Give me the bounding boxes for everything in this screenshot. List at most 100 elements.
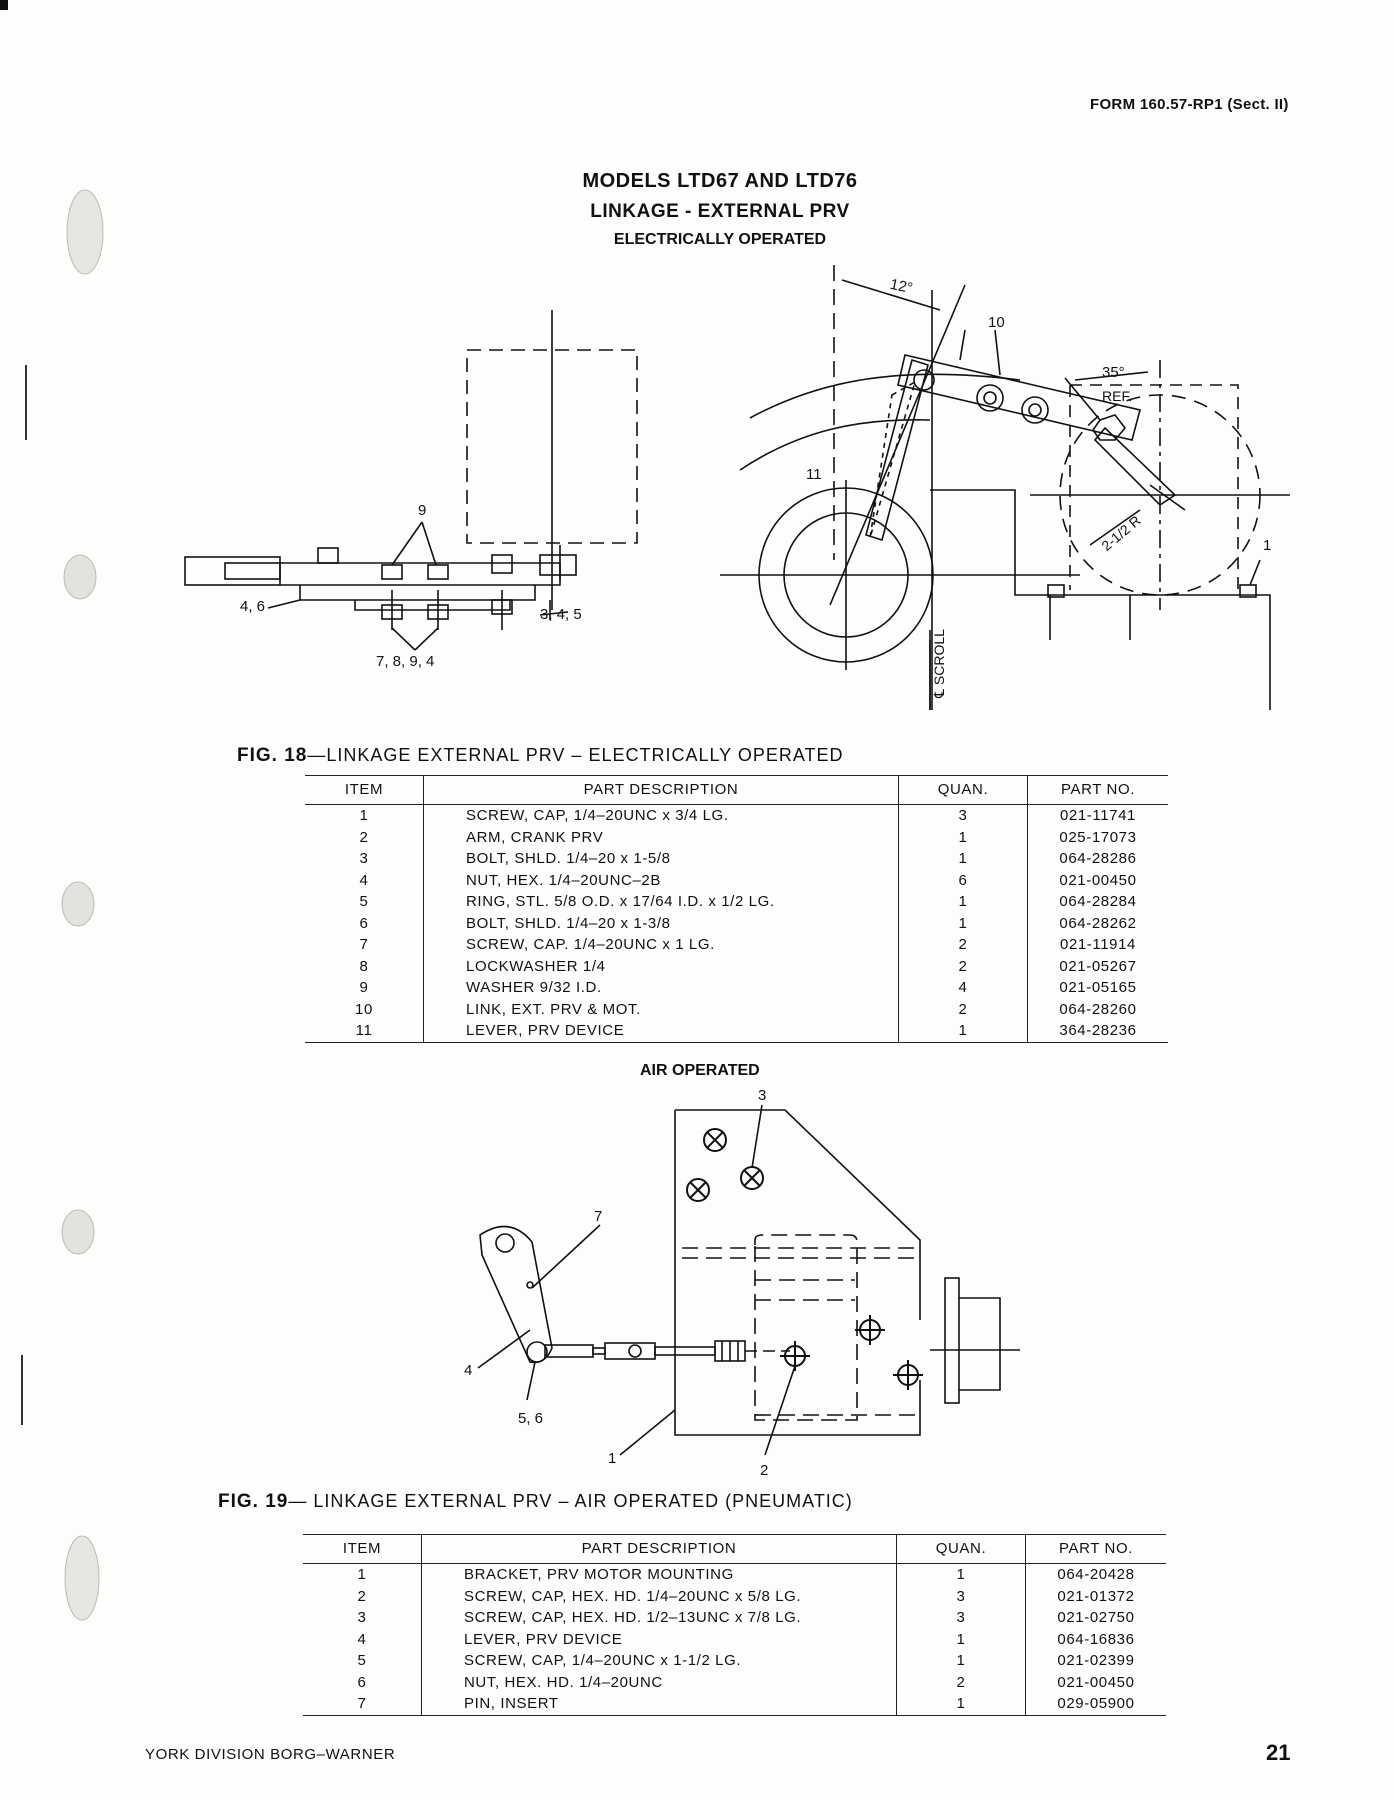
cell-item: 8 [305,955,424,977]
page-number: 21 [1266,1740,1291,1765]
cell-desc: LEVER, PRV DEVICE [423,1020,899,1043]
col-part: PART NO. [1025,1534,1166,1564]
col-quan: QUAN. [898,775,1028,805]
cell-item: 7 [305,934,424,956]
cell-item: 6 [303,1671,422,1693]
cell-desc: SCREW, CAP. 1/4–20UNC x 1 LG. [423,934,899,956]
cell-part: 021-00450 [1057,1673,1135,1691]
table-header-row: ITEM PART DESCRIPTION QUAN. PART NO. [303,1534,1166,1564]
col-quan: QUAN. [896,1534,1026,1564]
fig18-label-10: 10 [988,314,1005,331]
fig18-label-7-8-9-4: 7, 8, 9, 4 [376,653,435,670]
cell-part: 021-05165 [1059,979,1137,996]
cell-desc: BOLT, SHLD. 1/4–20 x 1-3/8 [423,912,899,934]
cell-part: 064-16836 [1057,1630,1135,1648]
cell-part: 029-05900 [1025,1693,1166,1716]
col-item: ITEM [303,1534,422,1564]
fig18-label-9: 9 [418,502,427,519]
cell-quan: 3 [896,1585,1026,1607]
cell-part: 021-05267 [1059,957,1137,975]
fig19-drawing [477,1104,1020,1456]
cell-item: 9 [305,977,424,999]
cell-item: 10 [305,998,424,1020]
cell-desc: SCREW, CAP, 1/4–20UNC x 3/4 LG. [423,804,899,827]
cell-quan: 2 [898,998,1028,1020]
cell-item: 3 [305,848,424,870]
title-electric: ELECTRICALLY OPERATED [613,231,827,248]
col-item: ITEM [305,775,424,805]
cell-desc: WASHER 9/32 I.D. [423,977,899,999]
cell-desc: SCREW, CAP, HEX. HD. 1/2–13UNC x 7/8 LG. [421,1607,897,1629]
fig18-label-11: 11 [806,466,822,483]
cell-quan: 1 [896,1628,1026,1650]
cell-item: 1 [303,1563,422,1586]
col-part: PART NO. [1027,775,1168,805]
col-desc: PART DESCRIPTION [423,775,899,805]
cell-quan: 1 [896,1563,1026,1586]
fig19-label-3: 3 [758,1087,767,1104]
cell-part: 025-17073 [1059,828,1137,846]
cell-quan: 6 [898,869,1028,891]
cell-quan: 4 [898,977,1028,999]
cell-desc: SCREW, CAP, HEX. HD. 1/4–20UNC x 5/8 LG. [421,1585,897,1607]
title-linkage: LINKAGE - EXTERNAL PRV [590,201,850,222]
cell-part: 021-00450 [1059,871,1137,889]
fig19-label-2: 2 [760,1462,769,1479]
cell-desc: PIN, INSERT [421,1693,897,1716]
cell-desc: BRACKET, PRV MOTOR MOUNTING [421,1563,897,1586]
cell-item: 5 [303,1650,422,1672]
cell-part: 021-11914 [1059,936,1137,953]
fig18-label-1: 1 [1263,537,1272,554]
cell-desc: NUT, HEX. HD. 1/4–20UNC [421,1671,897,1693]
cell-item: 6 [305,912,424,934]
fig19-label-1: 1 [608,1450,617,1467]
binder-holes [0,0,104,1621]
fig18-angle35: 35° [1102,364,1125,381]
cell-item: 4 [305,869,424,891]
fig19-caption-prefix: FIG. 19 [218,1491,289,1512]
fig19-caption-text: — LINKAGE EXTERNAL PRV – AIR OPERATED (P… [288,1491,853,1511]
cell-quan: 2 [898,955,1028,977]
cell-item: 4 [303,1628,422,1650]
cell-quan: 2 [898,934,1028,956]
cell-item: 11 [305,1020,424,1043]
fig18-caption-text: —LINKAGE EXTERNAL PRV – ELECTRICALLY OPE… [307,745,844,765]
cell-item: 3 [303,1607,422,1629]
cell-part: 021-02750 [1057,1609,1135,1626]
fig19-caption: FIG. 19— LINKAGE EXTERNAL PRV – AIR OPER… [218,1491,853,1513]
footer-company: YORK DIVISION BORG–WARNER [145,1746,396,1763]
fig18-caption: FIG. 18—LINKAGE EXTERNAL PRV – ELECTRICA… [237,745,844,767]
fig18-label-4-6: 4, 6 [240,598,266,615]
cell-quan: 3 [898,804,1028,827]
fig18-ref: REF. [1102,388,1133,404]
form-number: FORM 160.57-RP1 (Sect. II) [1090,96,1289,113]
fig18-scroll: ℄ SCROLL [930,629,947,698]
cell-quan: 1 [898,891,1028,913]
title-models: MODELS LTD67 AND LTD76 [582,170,858,192]
cell-item: 2 [303,1585,422,1607]
cell-desc: SCREW, CAP, 1/4–20UNC x 1-1/2 LG. [421,1650,897,1672]
cell-quan: 1 [898,848,1028,870]
cell-desc: BOLT, SHLD. 1/4–20 x 1-5/8 [423,848,899,870]
air-operated-title: AIR OPERATED [640,1062,760,1079]
page-title: MODELS LTD67 AND LTD76 LINKAGE - EXTERNA… [0,170,1394,249]
cell-part: 021-02399 [1057,1652,1135,1669]
fig18-label-3-4-5: 3, 4, 5 [540,606,582,623]
cell-part: 064-20428 [1057,1566,1135,1583]
cell-part: 064-28286 [1059,850,1137,867]
